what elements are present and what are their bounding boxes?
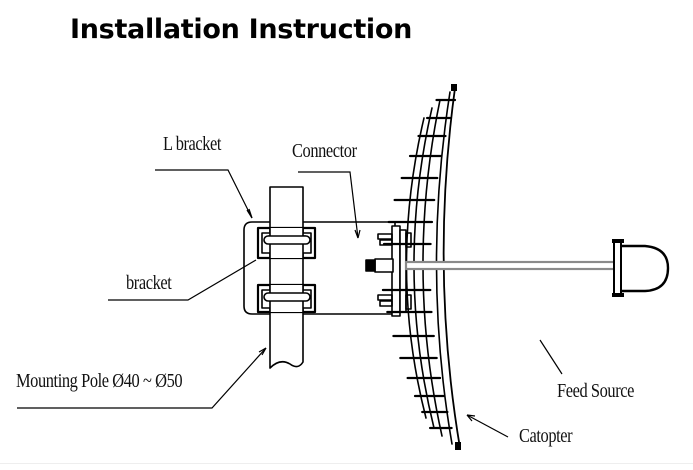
lower-bracket <box>256 283 317 314</box>
label-bracket: bracket <box>126 272 172 294</box>
label-connector: Connector <box>292 140 357 162</box>
upper-bracket <box>256 226 317 260</box>
l-bracket-outline <box>243 221 396 315</box>
label-l-bracket: L bracket <box>163 133 222 155</box>
leader-feed-source <box>539 339 563 375</box>
feed-rod <box>404 260 618 271</box>
feed-source-horn <box>612 239 670 297</box>
label-catopter: Catopter <box>519 425 573 447</box>
mounting-pole <box>269 186 304 369</box>
leader-bracket <box>108 259 257 301</box>
leader-connector <box>298 171 359 239</box>
label-mounting-pole: Mounting Pole Ø40 ~ Ø50 <box>16 370 183 392</box>
page-title: Installation Instruction <box>70 14 413 45</box>
leader-l-bracket <box>155 169 253 219</box>
bottom-divider <box>0 463 693 464</box>
label-feed-source: Feed Source <box>557 380 635 402</box>
leader-lines <box>17 169 563 438</box>
connector <box>365 258 394 273</box>
leader-mounting-pole <box>17 347 267 409</box>
leader-catopter <box>466 414 509 438</box>
